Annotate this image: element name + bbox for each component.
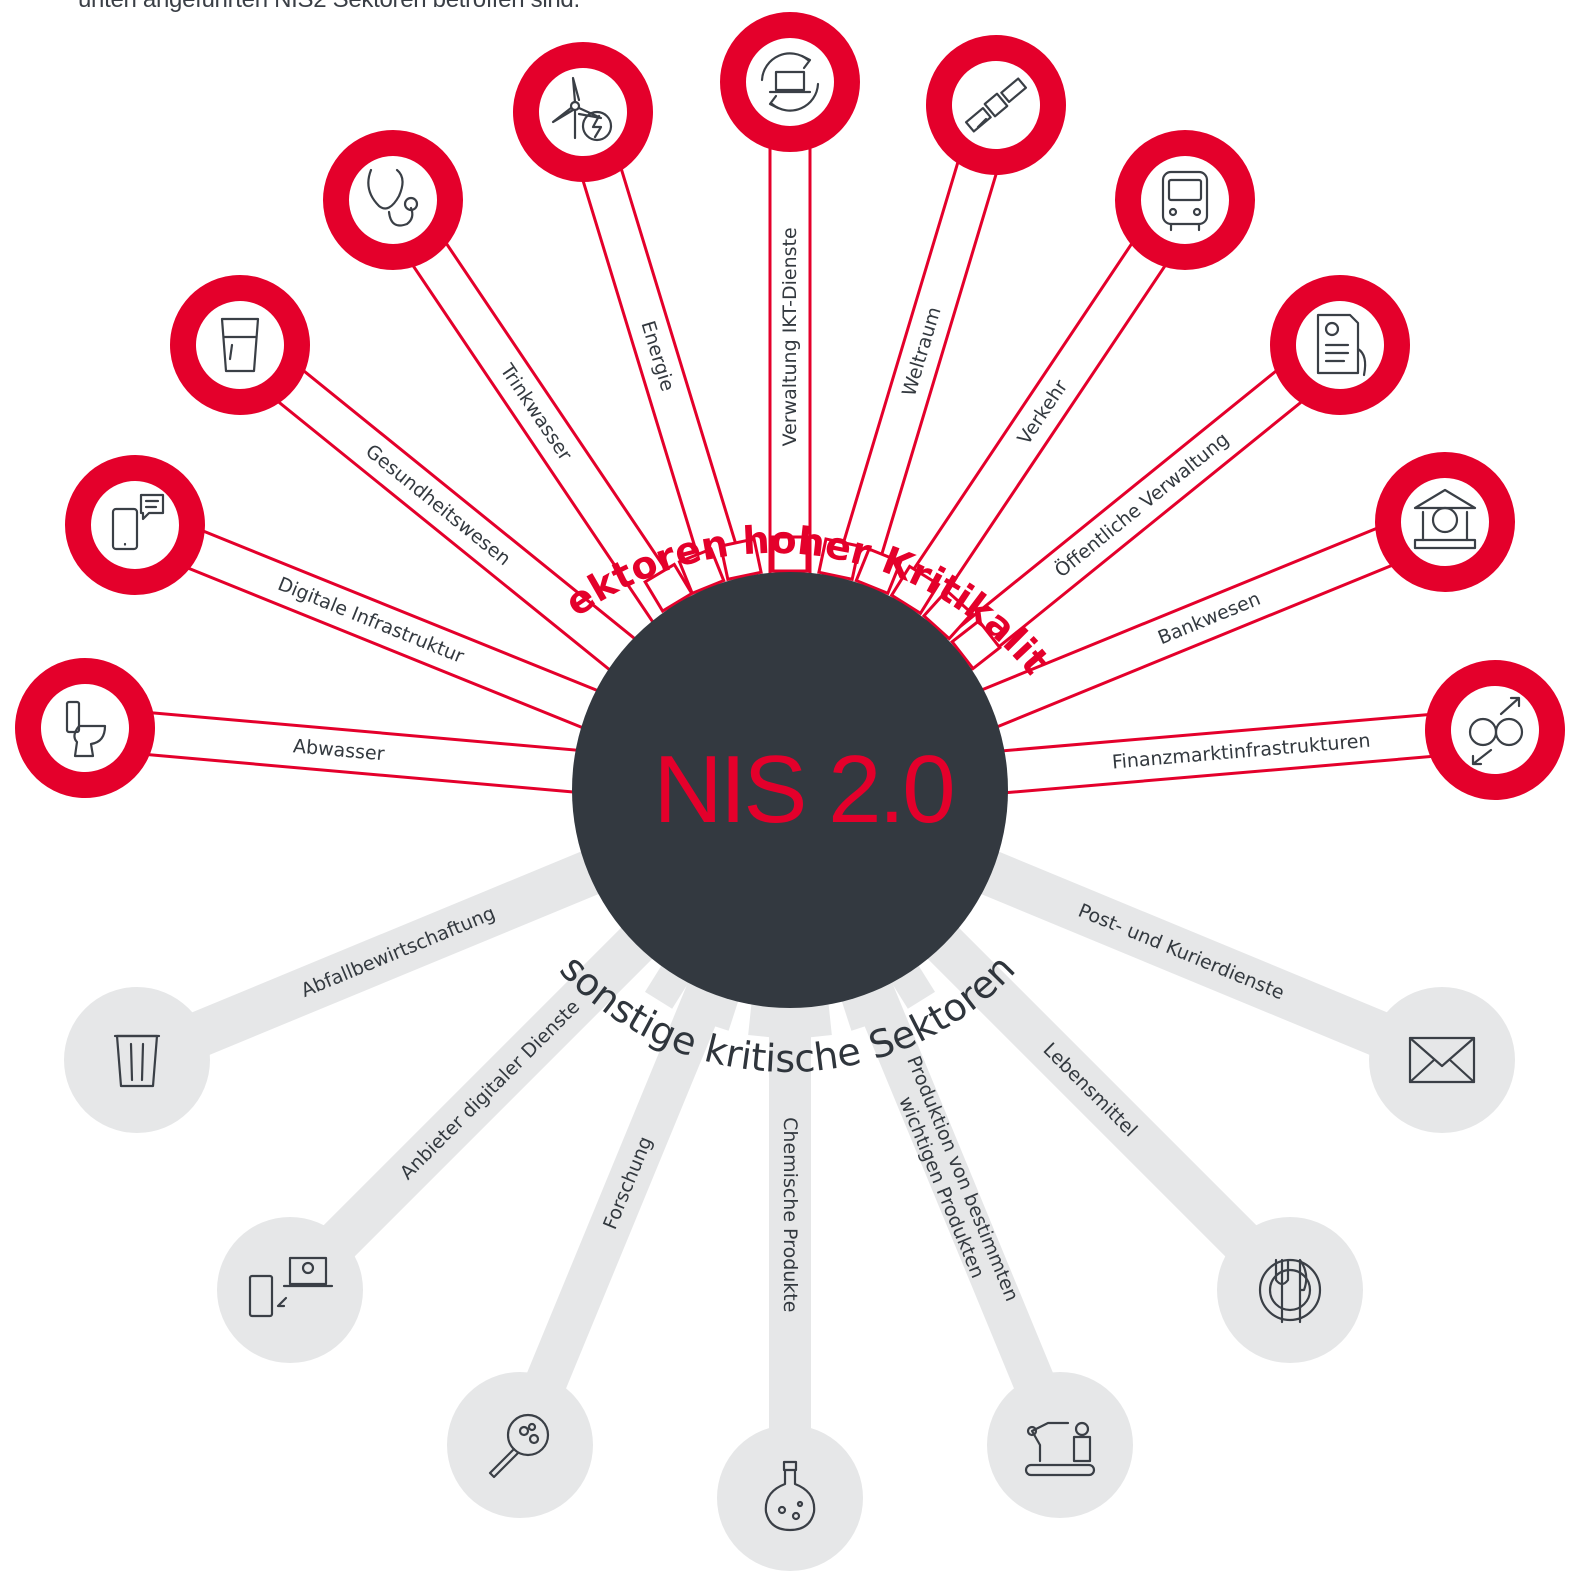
other-sector-tab — [698, 990, 739, 1031]
other-sector-spoke: Chemische Produkte — [717, 970, 863, 1571]
wind-turbine-icon — [551, 76, 613, 142]
sector-icon-ring — [512, 42, 653, 183]
other-sector-tab — [841, 990, 882, 1031]
stethoscope-icon — [367, 168, 419, 227]
spoke-bar — [500, 948, 741, 1454]
high-sector-tab — [817, 537, 862, 582]
center-hub: NIS 2.0 — [572, 572, 1008, 1008]
flask-icon — [764, 1460, 816, 1532]
high-sector-spoke: Trinkwasser — [322, 129, 709, 654]
high-sector-tab — [718, 537, 763, 582]
sector-label: Öffentliche Verwaltung — [1050, 428, 1233, 582]
high-sector-tab — [950, 618, 1002, 671]
magnifier-icon — [488, 1413, 550, 1479]
spoke-bar — [769, 970, 811, 1498]
spoke-bar — [274, 901, 679, 1306]
sector-icon-disc — [1217, 1217, 1364, 1364]
sector-label: Verwaltung IKT-Dienste — [779, 227, 801, 446]
laptop-sync-icon — [760, 52, 820, 112]
sector-icon-disc — [1368, 987, 1515, 1134]
sector-label: Abfallbewirtschaftung — [298, 902, 498, 1002]
other-sector-tab — [796, 1003, 832, 1039]
sector-icon-disc — [717, 1425, 863, 1571]
high-sector-spoke: Weltraum — [820, 35, 1066, 626]
envelope-icon — [1408, 1036, 1476, 1084]
high-sector-tab — [854, 547, 903, 596]
sector-label: Chemische Produkte — [779, 1117, 801, 1312]
high-sector-tab — [771, 535, 809, 573]
sector-label: Digitale Infrastruktur — [275, 573, 468, 668]
spoke-bar — [901, 901, 1306, 1306]
sector-label: Lebensmittel — [1039, 1039, 1142, 1142]
spoke-bar — [839, 948, 1080, 1454]
sector-icon-ring — [1374, 452, 1515, 593]
high-sector-tab — [889, 564, 941, 616]
sector-icon-disc — [446, 1372, 593, 1519]
center-title: NIS 2.0 — [653, 736, 952, 843]
digital-devices-icon — [248, 1256, 334, 1318]
trash-bin-icon — [113, 1034, 161, 1088]
satellite-icon — [964, 77, 1028, 133]
sector-icon-disc — [987, 1372, 1134, 1519]
bus-icon — [1161, 170, 1209, 232]
other-sector-spoke: Lebensmittel — [901, 901, 1364, 1364]
other-sector-spoke: Forschung — [446, 948, 741, 1519]
high-sector-tab — [677, 547, 726, 596]
high-sector-tab — [643, 562, 694, 614]
bank-icon — [1413, 488, 1477, 550]
high-sector-spoke: Energie — [512, 42, 759, 626]
spoke-bar — [947, 837, 1451, 1082]
water-glass-icon — [220, 317, 260, 373]
sector-icon-ring — [170, 274, 311, 415]
sector-icon-ring — [720, 12, 860, 152]
devices-chat-icon — [111, 493, 165, 551]
sector-icon-ring — [322, 129, 463, 270]
currency-exchange-icon — [1468, 696, 1524, 766]
sector-icon-ring — [925, 35, 1066, 176]
sector-icon-disc — [216, 1217, 363, 1364]
high-sector-spoke: Verwaltung IKT-Dienste — [720, 12, 860, 612]
sector-label: Anbieter digitaler Dienste — [396, 996, 584, 1184]
robot-arm-icon — [1024, 1421, 1096, 1477]
sector-icons — [65, 52, 1524, 1532]
sector-icon-ring — [65, 454, 206, 595]
spoke-bar — [128, 837, 633, 1082]
center-circle — [572, 572, 1008, 1008]
sector-icon-ring — [14, 657, 155, 798]
sector-icon-disc — [63, 986, 210, 1133]
other-sector-tab — [748, 1003, 784, 1039]
sector-label: Gesundheitswesen — [361, 440, 515, 570]
toilet-icon — [65, 700, 107, 758]
document-hand-icon — [1316, 313, 1367, 377]
high-sector-spoke: Abwasser — [14, 657, 615, 798]
sector-label: Post- und Kurierdienste — [1075, 900, 1287, 1005]
high-sector-tab — [921, 588, 975, 641]
plate-cutlery-icon — [1258, 1258, 1322, 1324]
